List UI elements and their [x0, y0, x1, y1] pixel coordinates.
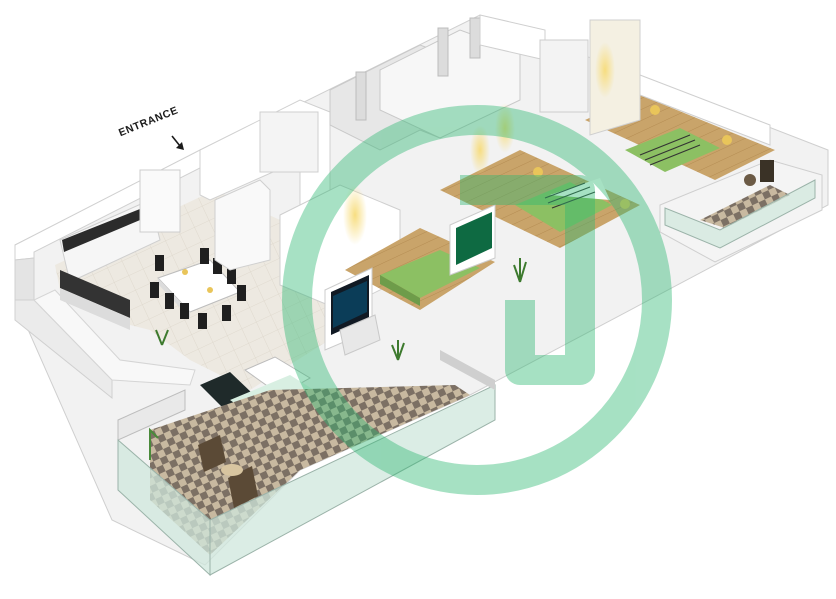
- dining-table: [150, 248, 246, 329]
- watermark-logo: [282, 105, 672, 495]
- balcony-chairs: [198, 435, 258, 508]
- plants: [155, 258, 527, 361]
- balcony-right: [659, 159, 823, 263]
- bed-3: [625, 128, 720, 172]
- bedroom-3: [585, 19, 775, 180]
- bedroom-2: [440, 150, 640, 276]
- tv-2: [456, 212, 492, 265]
- wardrobe: [259, 111, 319, 173]
- entrance-arrow-icon: [171, 135, 184, 150]
- balcony-front: [117, 350, 496, 577]
- fridge: [139, 169, 181, 233]
- kitchen-counter: [60, 270, 130, 318]
- kitchen: [59, 169, 181, 330]
- bathrooms: [329, 14, 589, 151]
- lamp-glows: [343, 42, 615, 245]
